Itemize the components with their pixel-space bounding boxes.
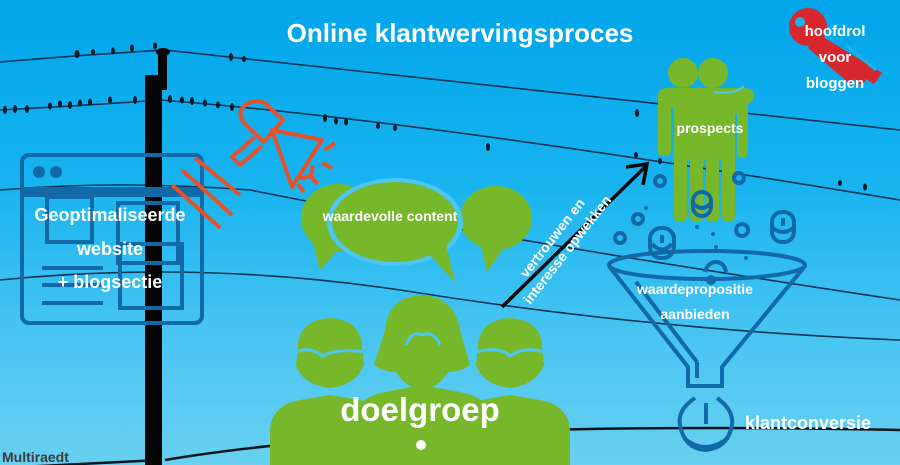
prospects-label: prospects xyxy=(676,120,744,136)
key-note-line-2: voor xyxy=(818,49,852,66)
group-people-icon xyxy=(270,295,570,465)
funnel-coins-icon xyxy=(607,171,807,388)
signal-lines xyxy=(170,156,242,230)
website-label-line-1: Geoptimaliseerde xyxy=(34,205,186,225)
key-note-line-1: hoofdrol xyxy=(804,23,866,40)
browser-window-icon xyxy=(20,153,204,325)
key-note-line-3: bloggen xyxy=(805,75,865,92)
website-label-line-3: + blogsectie xyxy=(57,272,163,292)
two-people-icon xyxy=(658,58,755,222)
audience-label: doelgroep xyxy=(340,391,500,428)
coin-icon xyxy=(677,396,735,453)
brand-watermark: Multiraedt xyxy=(2,449,69,465)
content-label: waardevolle content xyxy=(322,208,458,224)
page-title: Online klantwervingsproces xyxy=(286,18,634,48)
arrow-up-right-icon xyxy=(500,161,650,309)
utility-pole xyxy=(145,48,170,465)
funnel-label-line-2: aanbieden xyxy=(660,306,730,322)
megaphone-icon xyxy=(230,99,337,194)
website-label-line-2: website xyxy=(76,239,144,259)
birds xyxy=(3,42,867,191)
funnel-label-line-1: waardepropositie xyxy=(637,281,753,297)
conversion-label: klantconversie xyxy=(745,413,872,433)
